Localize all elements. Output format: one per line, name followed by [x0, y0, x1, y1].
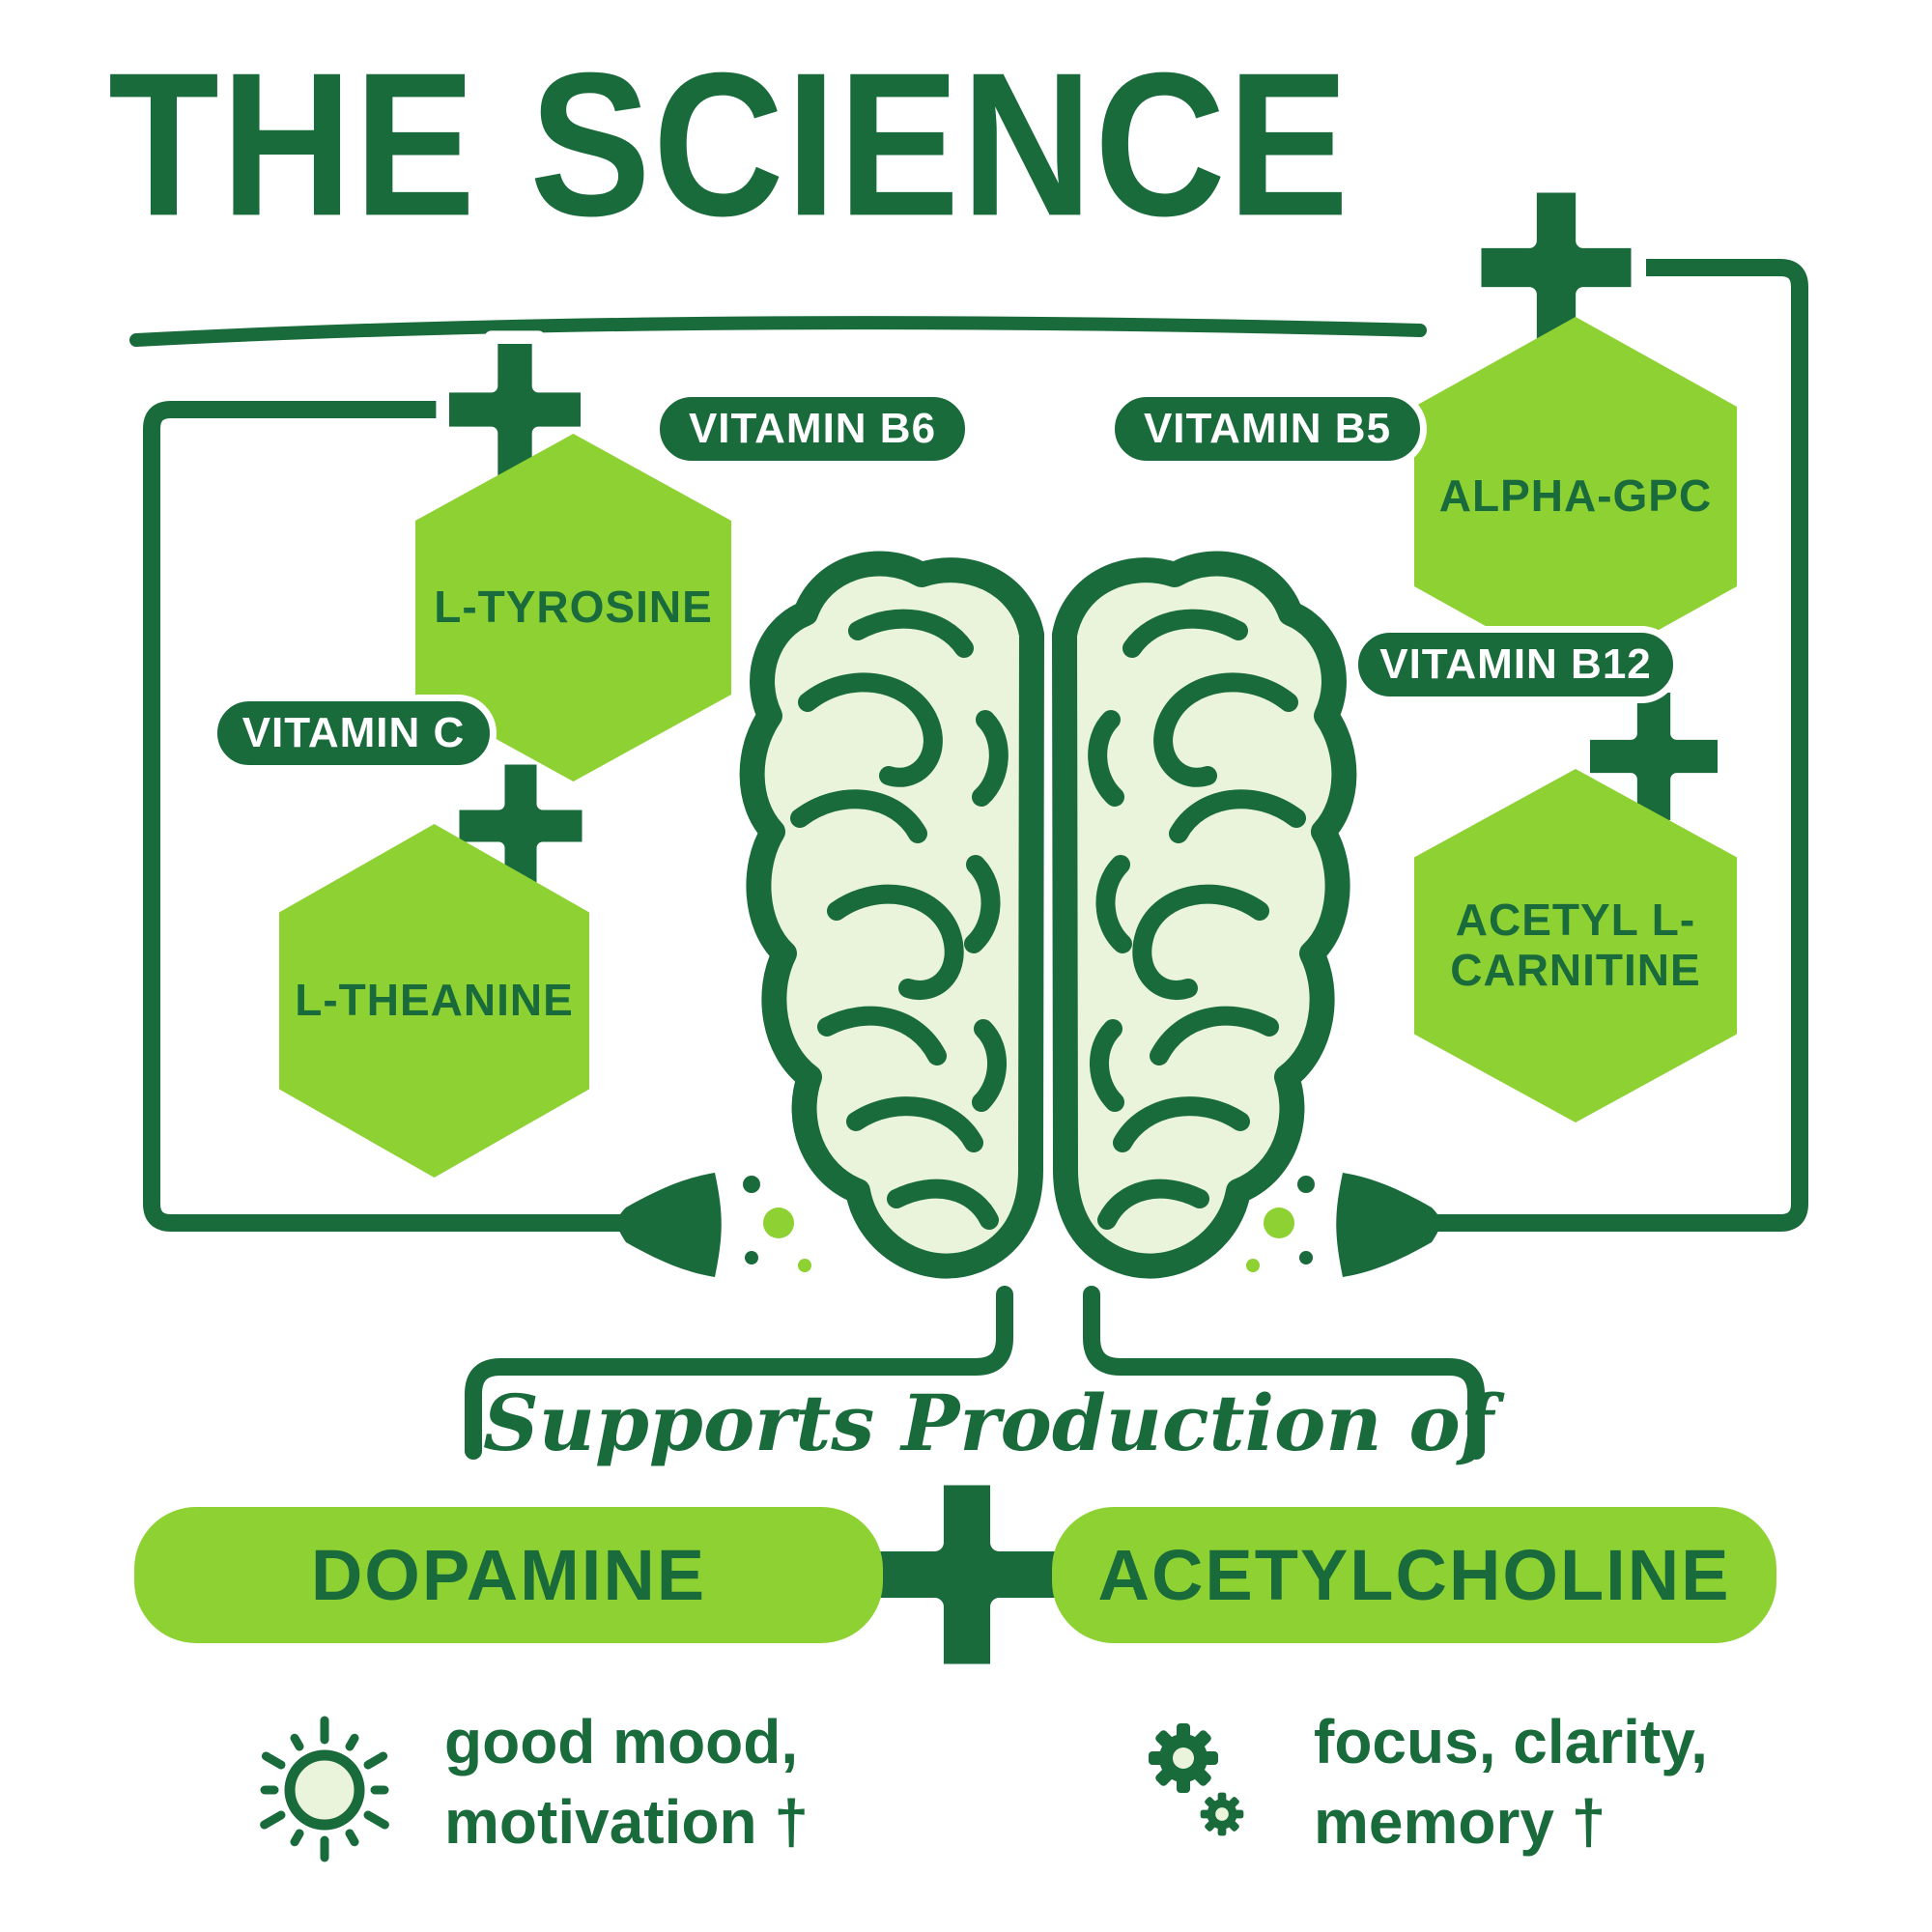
pill-vitamin-b12-label: VITAMIN B12 — [1379, 640, 1652, 688]
hex-acetyl-l-carnitine-label: ACETYL L- CARNITINE — [1450, 895, 1701, 995]
pill-vitamin-b6: VITAMIN B6 — [653, 390, 972, 468]
acetylcholine-benefits-text: focus, clarity, memory † — [1314, 1707, 1708, 1858]
pill-vitamin-c: VITAMIN C — [211, 695, 497, 772]
right-connector-line — [1419, 259, 1808, 1232]
dopamine-label: DOPAMINE — [310, 1535, 707, 1615]
right-synapse-icon — [1246, 1173, 1440, 1277]
left-synapse-icon — [617, 1173, 811, 1277]
title-underline — [129, 316, 1427, 347]
dopamine-box: DOPAMINE — [134, 1507, 883, 1643]
hex-l-tyrosine-label: L-TYROSINE — [434, 582, 713, 633]
pill-vitamin-b12: VITAMIN B12 — [1351, 626, 1680, 703]
sun-icon — [260, 1716, 389, 1862]
dopamine-benefits-text: good mood, motivation † — [444, 1707, 809, 1858]
pill-vitamin-c-label: VITAMIN C — [242, 709, 466, 756]
bracket — [465, 1286, 1485, 1460]
brain-icon — [753, 563, 1345, 1265]
hex-alpha-gpc-label: ALPHA-GPC — [1438, 470, 1713, 522]
pill-vitamin-b5: VITAMIN B5 — [1108, 390, 1427, 468]
pill-vitamin-b6-label: VITAMIN B6 — [688, 405, 937, 452]
acetylcholine-box: ACETYLCHOLINE — [1052, 1507, 1776, 1643]
supports-production-caption: Supports Production of — [483, 1378, 1494, 1468]
acetylcholine-label: ACETYLCHOLINE — [1097, 1535, 1731, 1615]
hex-l-theanine-label: L-THEANINE — [295, 975, 574, 1026]
left-connector-line — [143, 401, 639, 1232]
plus-icon — [1474, 185, 1639, 351]
plus-icon — [868, 1476, 1065, 1673]
page-title: THE SCIENCE — [108, 30, 1351, 259]
pill-vitamin-b5-label: VITAMIN B5 — [1143, 405, 1392, 452]
hex-l-theanine: L-THEANINE — [279, 824, 589, 1178]
gears-icon — [1149, 1723, 1244, 1836]
